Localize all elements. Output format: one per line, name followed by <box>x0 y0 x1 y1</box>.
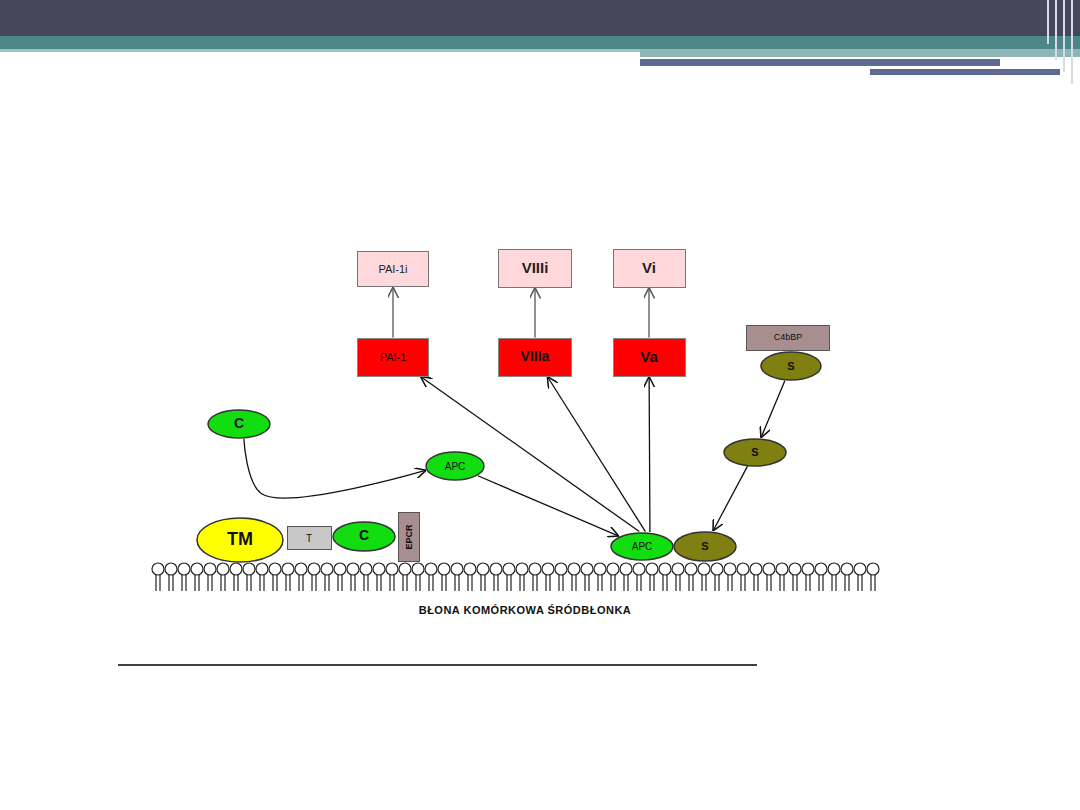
arrow-connector <box>244 439 426 498</box>
arrow-connector <box>547 377 645 532</box>
node-label: C <box>359 528 369 543</box>
node-label: VIIIi <box>522 260 549 277</box>
thrombin-box: T <box>287 526 332 550</box>
arrow-connector <box>648 288 649 338</box>
node-label: S <box>701 540 708 552</box>
header-teal-band <box>0 36 1080 49</box>
underline <box>118 664 757 666</box>
node-label: APC <box>445 461 466 472</box>
arrow-connector <box>761 381 785 438</box>
node-label: PAI-1 <box>380 351 407 363</box>
node-label: VIIIa <box>521 349 550 364</box>
header-band <box>0 0 1080 36</box>
node-label: Vi <box>642 260 656 277</box>
arrow-connector <box>713 466 748 531</box>
active-box: Va <box>613 338 686 377</box>
inactive-box: Vi <box>613 249 686 288</box>
membrane-bilayer <box>152 563 879 591</box>
receptor-box: EPCR <box>398 512 420 562</box>
node-label: EPCR <box>404 524 414 549</box>
header-light-line <box>0 49 640 52</box>
header-stripes <box>1048 0 1072 84</box>
apc-ellipse: APC <box>610 532 674 561</box>
arrow-connector <box>421 377 640 532</box>
apc-ellipse: APC <box>425 451 485 481</box>
header-step <box>640 49 1080 57</box>
node-label: S <box>751 446 758 458</box>
membrane-caption: BŁONA KOMÓRKOWA ŚRÓDBŁONKA <box>275 604 775 616</box>
node-label: APC <box>632 541 653 552</box>
active-box: PAI-1 <box>357 338 429 377</box>
node-label: T <box>306 533 312 544</box>
arrow-connector <box>392 287 393 338</box>
protein-s-ellipse: S <box>673 531 737 562</box>
node-label: PAI-1i <box>378 263 407 275</box>
inactive-box: PAI-1i <box>357 251 429 287</box>
protein-c-ellipse: C <box>332 521 396 552</box>
node-label: TM <box>227 530 253 550</box>
node-label: C4bBP <box>774 333 803 343</box>
active-box: VIIIa <box>498 338 572 377</box>
arrow-connector <box>648 377 650 532</box>
header-bar <box>870 69 1060 75</box>
inactive-box: VIIIi <box>498 249 572 288</box>
protein-c-ellipse: C <box>207 409 271 439</box>
node-label: Va <box>640 349 658 366</box>
protein-box: C4bBP <box>746 325 830 351</box>
arrow-connector <box>478 476 619 536</box>
thrombomodulin-ellipse: TM <box>196 517 284 563</box>
header-bar <box>640 59 1000 66</box>
protein-s-ellipse: S <box>723 438 787 467</box>
node-label: C <box>234 416 244 431</box>
node-label: S <box>787 360 794 372</box>
arrow-connector <box>534 288 535 338</box>
protein-s-ellipse: S <box>760 351 822 381</box>
